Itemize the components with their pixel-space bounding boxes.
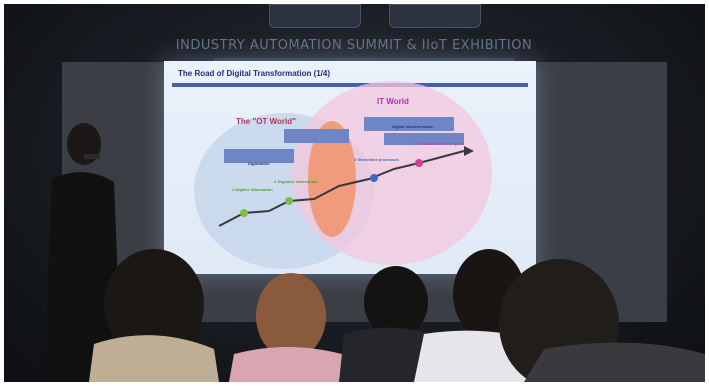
step-2-dot <box>285 197 293 205</box>
step-3-label: 3 Streamline processes <box>354 157 399 162</box>
step-block-4 <box>384 133 464 145</box>
step-block-3 <box>364 117 454 131</box>
presentation-slide: The Road of Digital Transformation (1/4) <box>164 61 536 274</box>
step-2-label: 2 Organize information <box>274 179 318 184</box>
it-world-label: IT World <box>377 97 409 106</box>
trend-arrowhead <box>464 146 474 156</box>
step-digitization <box>224 149 294 163</box>
conference-scene: INDUSTRY AUTOMATION SUMMIT & IIoT EXHIBI… <box>4 4 705 382</box>
venn-diagram <box>194 81 492 269</box>
step-4-dot <box>415 159 423 167</box>
audience-shoulder-1 <box>89 335 219 382</box>
slide-title-bar <box>172 83 528 87</box>
audience-shoulder-2 <box>229 346 354 382</box>
audience-shoulder-5 <box>524 342 705 382</box>
presenter-body <box>44 172 122 382</box>
digital-transformation-label: Digital transformation <box>392 124 434 129</box>
step-3-dot <box>370 174 378 182</box>
step-4-label: 4 Transform the enterprise <box>414 141 465 146</box>
trend-line <box>218 150 465 227</box>
digitization-label: Digitization <box>248 161 270 166</box>
audience-head-2 <box>256 273 326 359</box>
ot-world-label: The "OT World" <box>236 117 296 126</box>
slide-title: The Road of Digital Transformation (1/4) <box>178 69 331 78</box>
audience-head-1 <box>104 249 204 359</box>
audience-head-3 <box>364 266 428 338</box>
step-1-label: 1 Digitize information <box>232 187 273 192</box>
step-block-2 <box>284 129 349 143</box>
event-banner: INDUSTRY AUTOMATION SUMMIT & IIoT EXHIBI… <box>175 38 533 53</box>
presenter-glasses <box>84 154 100 159</box>
sponsor-logo-left <box>269 4 361 28</box>
sponsor-logo-right <box>389 4 481 28</box>
audience <box>44 123 705 382</box>
event-banner-subline <box>214 58 514 62</box>
overlap-region <box>308 121 356 237</box>
step-1-dot <box>240 209 248 217</box>
